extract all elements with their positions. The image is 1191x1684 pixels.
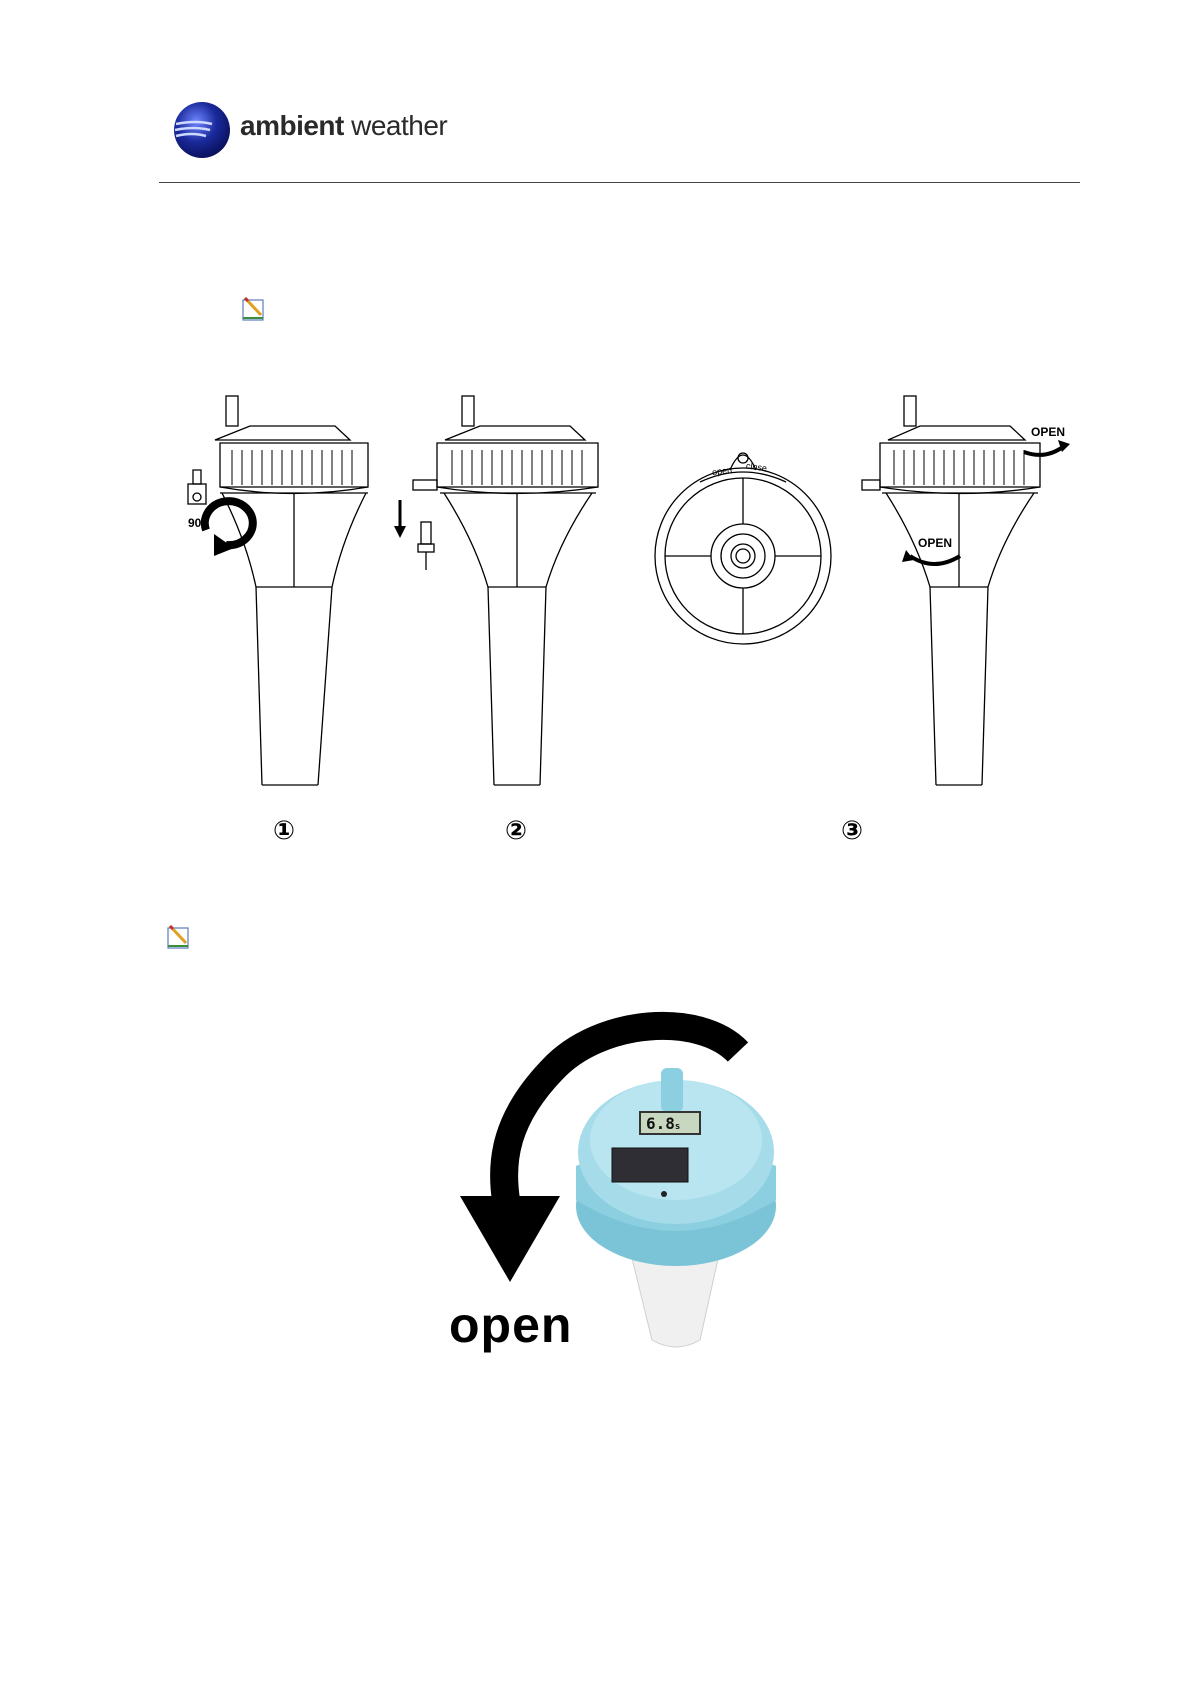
- open-label-large: open: [449, 1296, 572, 1354]
- lcd-value: 6.8: [646, 1114, 675, 1133]
- lcd-reading: 6.8s: [646, 1114, 680, 1133]
- sensor-photo: [576, 1068, 776, 1347]
- lcd-unit: s: [675, 1122, 680, 1132]
